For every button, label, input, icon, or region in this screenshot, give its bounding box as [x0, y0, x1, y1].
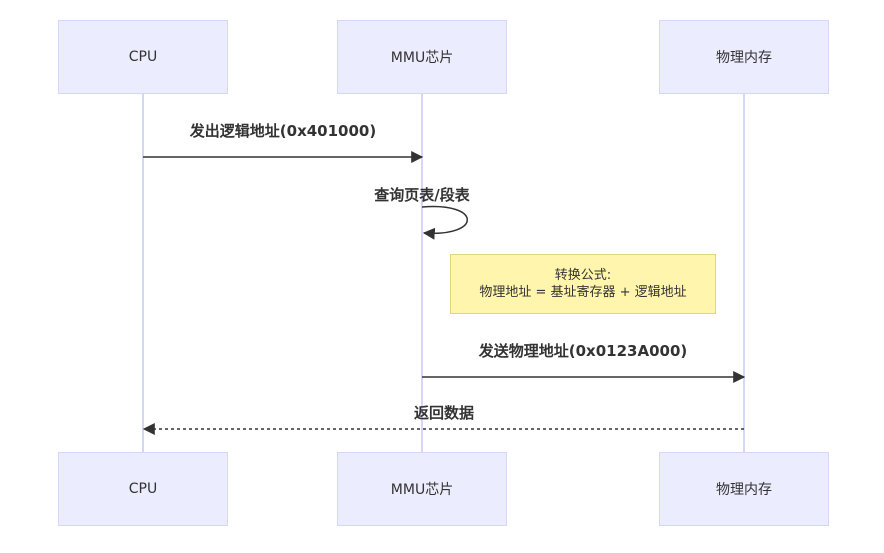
note-conversion-formula: 转换公式: 物理地址 = 基址寄存器 + 逻辑地址: [450, 254, 716, 314]
note-line-2: 物理地址 = 基址寄存器 + 逻辑地址: [479, 285, 687, 300]
actor-label: 物理内存: [716, 50, 772, 66]
lifeline-cpu: [142, 94, 144, 452]
actor-cpu-bottom: CPU: [58, 452, 228, 526]
lifeline-mmu: [421, 94, 423, 452]
actor-cpu-top: CPU: [58, 20, 228, 94]
lifeline-memory: [743, 94, 745, 452]
message-label-lookup: 查询页表/段表: [374, 186, 470, 204]
message-label-request: 发出逻辑地址(0x401000): [189, 122, 377, 140]
message-label-return: 返回数据: [413, 404, 475, 422]
actor-mmu-bottom: MMU芯片: [337, 452, 507, 526]
arrow-self-mmu: [421, 205, 468, 240]
actor-label: CPU: [128, 49, 158, 65]
note-line-1: 转换公式:: [554, 268, 612, 283]
actor-memory-top: 物理内存: [659, 20, 829, 94]
message-label-physical: 发送物理地址(0x0123A000): [478, 342, 688, 360]
actor-mmu-top: MMU芯片: [337, 20, 507, 94]
actor-label: MMU芯片: [390, 482, 454, 498]
actor-label: MMU芯片: [390, 50, 454, 66]
actor-label: CPU: [128, 481, 158, 497]
actor-memory-bottom: 物理内存: [659, 452, 829, 526]
actor-label: 物理内存: [716, 482, 772, 498]
